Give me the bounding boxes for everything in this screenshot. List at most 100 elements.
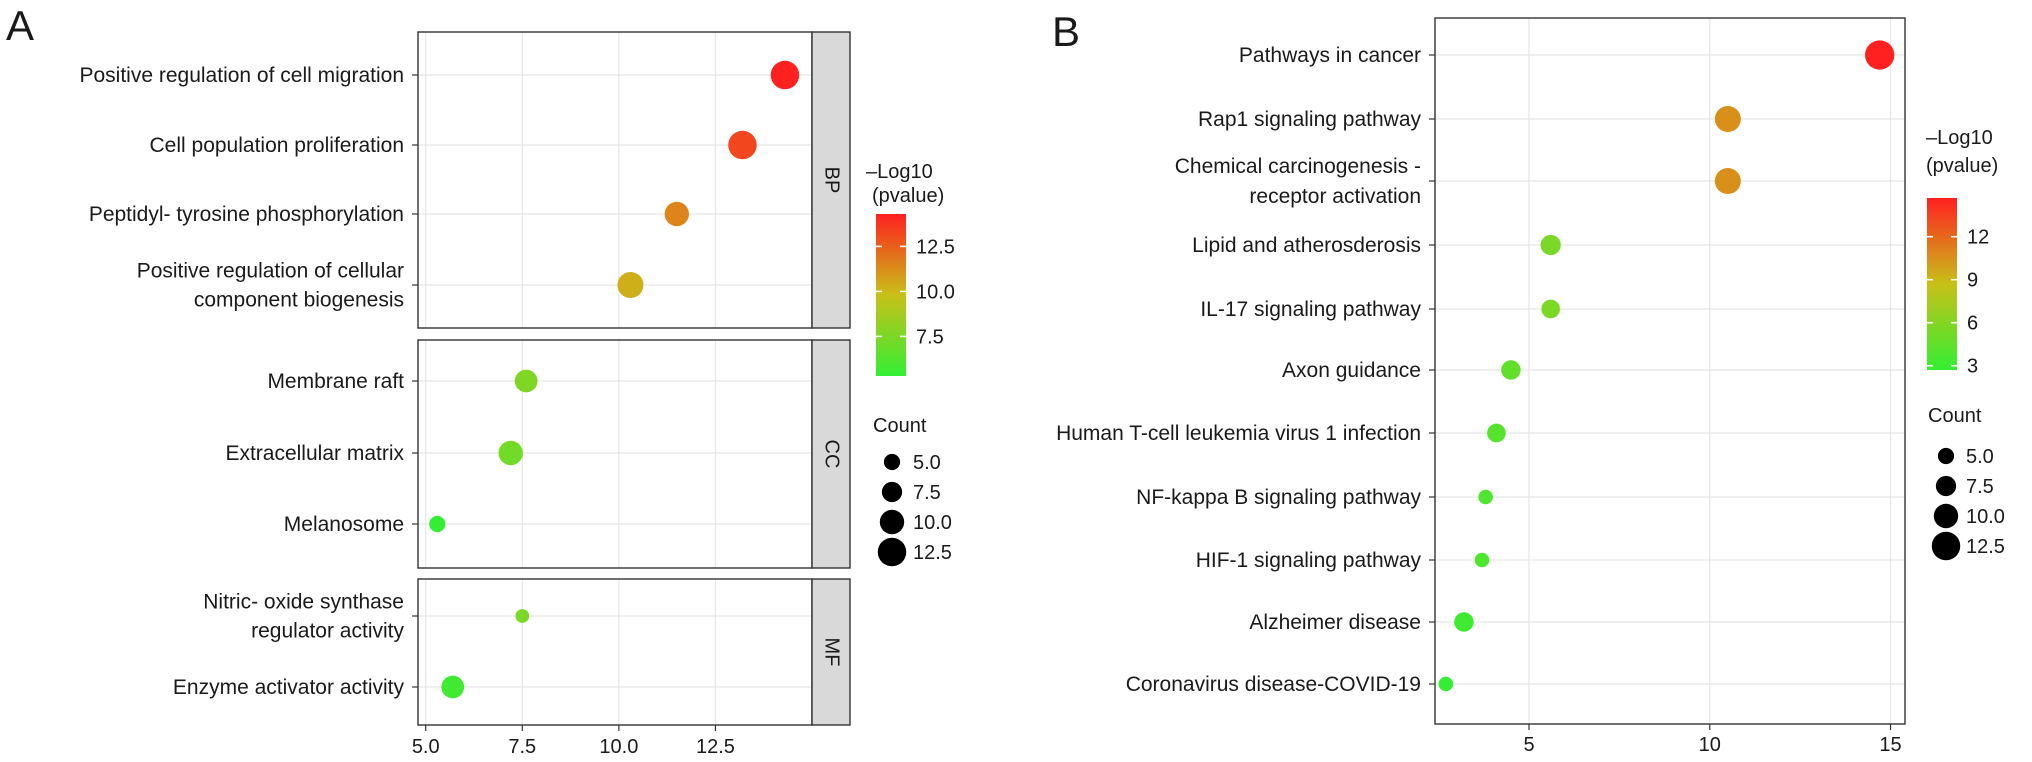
x-tick-label: 5 (1523, 734, 1534, 756)
size-legend-label: 5.0 (913, 452, 941, 474)
x-tick-label: 12.5 (696, 736, 735, 758)
color-legend-title-line2: (pvalue) (1926, 155, 1998, 177)
size-legend-entries: 5.07.510.012.5 (1931, 446, 2005, 561)
data-point (1478, 489, 1493, 505)
facet-strip (811, 31, 851, 329)
data-point (429, 515, 446, 533)
x-tick-label: 7.5 (508, 736, 536, 758)
facet-bp: BP Positive regulation of cell migrationC… (80, 31, 851, 329)
facet-strip-label: BP (821, 167, 843, 194)
y-tick-label: Human T-cell leukemia virus 1 infection (1056, 422, 1421, 445)
size-legend-key (879, 509, 905, 535)
x-tick-label: 10 (1699, 734, 1721, 756)
x-tick-label: 10.0 (599, 736, 638, 758)
x-tick-label: 15 (1879, 734, 1901, 756)
color-legend-title-line1: –Log10 (1926, 127, 1993, 149)
y-tick-label: Extracellular matrix (225, 442, 404, 465)
facet-strip-label: CC (821, 440, 843, 469)
size-legend-key (1933, 503, 1959, 529)
data-point (1487, 423, 1506, 443)
size-legend-key (1935, 475, 1957, 497)
y-tick-label: Rap1 signaling pathway (1198, 108, 1421, 131)
size-legend-label: 5.0 (1966, 446, 1994, 468)
size-legend-entries: 5.07.510.012.5 (877, 452, 952, 567)
data-point (1541, 299, 1561, 319)
y-tick-label: Peptidyl- tyrosine phosphorylation (89, 203, 404, 226)
data-point (1714, 105, 1741, 133)
data-point (1501, 360, 1521, 380)
color-legend-tick-label: 12.5 (916, 236, 955, 258)
panel-b-letter: B (1052, 8, 1080, 55)
size-legend-title: Count (873, 415, 927, 437)
facet-strip-label: MF (821, 638, 843, 667)
size-legend-label: 10.0 (1966, 506, 2005, 528)
data-point (617, 271, 644, 299)
size-legend-label: 7.5 (1966, 476, 1994, 498)
data-point (514, 369, 538, 393)
y-tick-label: Alzheimer disease (1249, 611, 1421, 634)
y-tick-label: regulator activity (251, 620, 404, 643)
color-legend-tick-label: 7.5 (916, 326, 944, 348)
size-legend-title: Count (1928, 405, 1982, 427)
size-legend-label: 7.5 (913, 482, 941, 504)
y-tick-label: Membrane raft (267, 370, 404, 393)
color-legend-tick-label: 3 (1967, 356, 1978, 378)
data-point (498, 440, 523, 466)
panel-a-size-legend: Count 5.07.510.012.5 (873, 415, 952, 567)
data-point (1714, 167, 1741, 195)
color-legend-ticks: 7.5 10.0 12.5 (876, 236, 955, 348)
y-tick-label: HIF-1 signaling pathway (1196, 549, 1422, 572)
data-point (1540, 234, 1561, 256)
x-tick-label: 5.0 (412, 736, 440, 758)
size-legend-key (1931, 531, 1961, 561)
data-point (1474, 552, 1490, 568)
panel-a-color-legend: –Log10 (pvalue) 7.5 10.0 12.5 (866, 161, 955, 376)
size-legend-key (877, 537, 907, 567)
data-point (728, 130, 757, 160)
y-tick-label: receptor activation (1249, 185, 1421, 208)
facet-background (418, 340, 812, 568)
color-legend-bar (1927, 198, 1957, 370)
data-point (770, 60, 800, 90)
y-tick-label: Lipid and atherosderosis (1192, 234, 1421, 257)
panel-b-size-legend: Count 5.07.510.012.5 (1928, 405, 2005, 561)
y-tick-label: Positive regulation of cellular (137, 260, 404, 283)
y-tick-label: Chemical carcinogenesis - (1175, 155, 1421, 178)
facet-mf: MF Nitric- oxide synthase regulator activi… (173, 578, 851, 726)
y-tick-label: Axon guidance (1282, 359, 1421, 382)
facet-background (418, 579, 812, 725)
color-legend-tick-label: 6 (1967, 313, 1978, 335)
color-legend-bar (876, 214, 906, 376)
size-legend-key (881, 481, 903, 503)
data-point (1454, 612, 1474, 632)
facet-background (418, 32, 812, 328)
y-tick-label: Cell population proliferation (150, 134, 405, 157)
y-tick-label: component biogenesis (194, 289, 404, 312)
panel-a-go-bubble-chart: BP Positive regulation of cell migrationC… (80, 31, 851, 758)
y-tick-label: IL-17 signaling pathway (1200, 298, 1421, 321)
data-point (664, 201, 690, 227)
y-tick-label: Enzyme activator activity (173, 676, 405, 699)
y-tick-label: Coronavirus disease-COVID-19 (1126, 673, 1421, 696)
size-legend-label: 12.5 (913, 542, 952, 564)
data-point (1865, 40, 1895, 70)
size-legend-key (1937, 447, 1955, 465)
plot-border (1434, 17, 1906, 725)
color-legend-tick-label: 10.0 (916, 281, 955, 303)
y-tick-label: Pathways in cancer (1239, 44, 1421, 67)
y-tick-label: Nitric- oxide synthase (203, 591, 404, 614)
facet-strip (811, 339, 851, 569)
color-legend-title-line1: –Log10 (866, 161, 933, 183)
data-point (1438, 676, 1454, 692)
data-point (441, 675, 465, 699)
y-tick-label: Positive regulation of cell migration (80, 64, 405, 87)
color-legend-title-line2: (pvalue) (872, 185, 944, 207)
y-tick-label: Melanosome (284, 513, 404, 536)
data-point (515, 609, 530, 623)
facet-strip (811, 578, 851, 726)
